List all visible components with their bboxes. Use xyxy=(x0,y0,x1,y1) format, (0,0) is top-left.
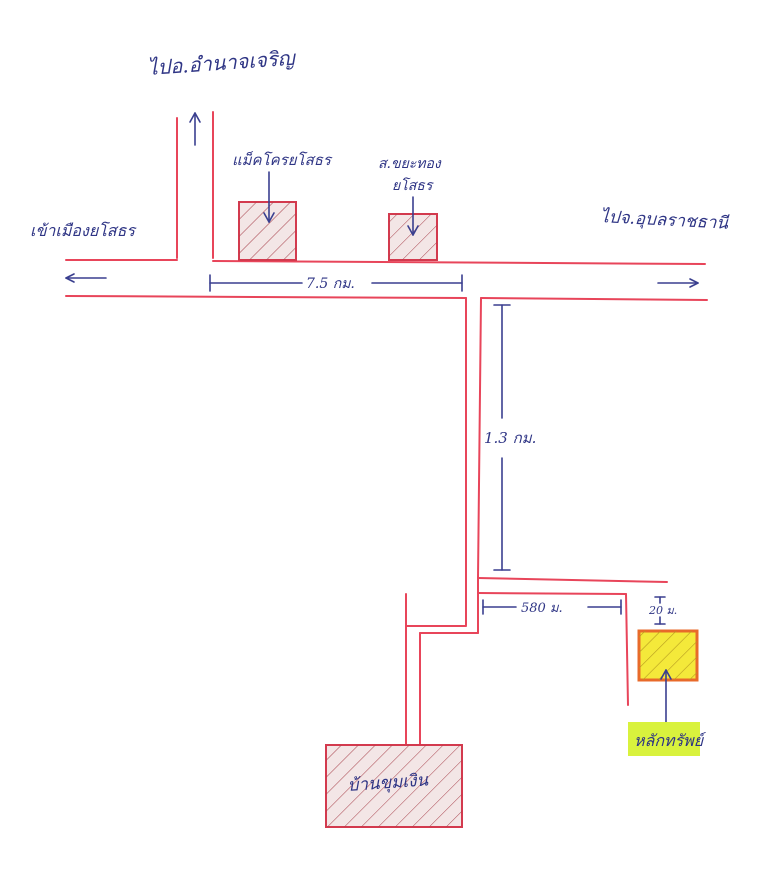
branch-road-right-edge xyxy=(477,297,482,579)
label-landmark-2-line1: ส.ขยะทอง xyxy=(378,156,442,172)
label-landmark-2-line2: ยโสธร xyxy=(392,177,434,194)
target-property xyxy=(637,629,699,682)
side-road-top-edge xyxy=(477,577,668,583)
road-network xyxy=(65,111,708,746)
landmark-building-1 xyxy=(238,201,297,261)
label-to-ubon: ไปจ.อุบลราชธานี xyxy=(600,206,731,234)
village-block xyxy=(325,744,463,828)
label-distance-branch-road: 1.3 กม. xyxy=(484,429,536,447)
label-target-property: หลักทรัพย์ xyxy=(634,731,706,750)
label-setback: 20 ม. xyxy=(648,604,677,617)
target-label-badge: หลักทรัพย์ xyxy=(628,722,706,756)
main-road-bottom-edge-left xyxy=(65,295,467,299)
label-distance-main-road: 7.5 กม. xyxy=(306,276,355,292)
label-to-amnat-charoen: ไปอ.อำนาจเจริญ xyxy=(147,46,298,80)
main-road-top-edge-right xyxy=(212,260,706,265)
label-landmark-1: แม็คโครยโสธร xyxy=(232,151,333,169)
label-distance-side-road: 580 ม. xyxy=(521,601,563,616)
lane-to-property xyxy=(625,593,629,706)
side-road-bottom-edge xyxy=(477,592,627,595)
label-to-town: เข้าเมืองยโสธร xyxy=(30,221,137,240)
main-road-bottom-edge-right xyxy=(480,297,708,301)
annotation-marks xyxy=(65,112,699,723)
